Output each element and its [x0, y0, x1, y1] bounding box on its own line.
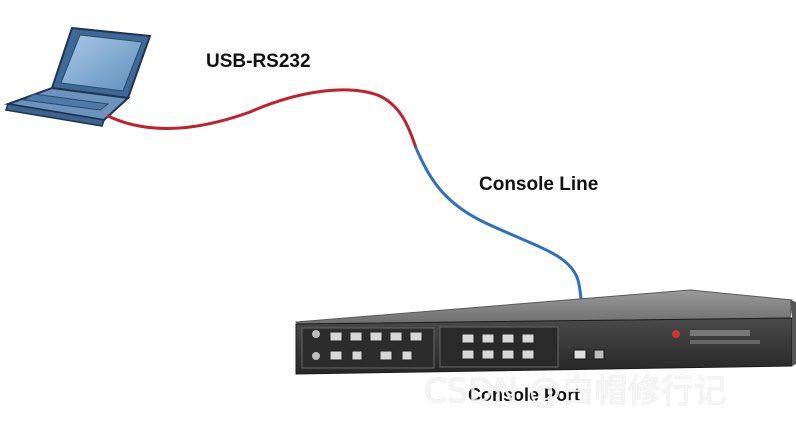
laptop-icon: [4, 26, 152, 127]
console-line-label: Console Line: [479, 174, 599, 195]
watermark-text: CSDN @白帽修行记: [424, 371, 727, 410]
router-chassis-icon: [294, 289, 796, 375]
console-port-label: Console Port: [468, 385, 581, 405]
console-port: [573, 349, 605, 360]
usb-rs232-label: USB-RS232: [206, 51, 311, 72]
usb-rs232-cable: [106, 88, 418, 150]
